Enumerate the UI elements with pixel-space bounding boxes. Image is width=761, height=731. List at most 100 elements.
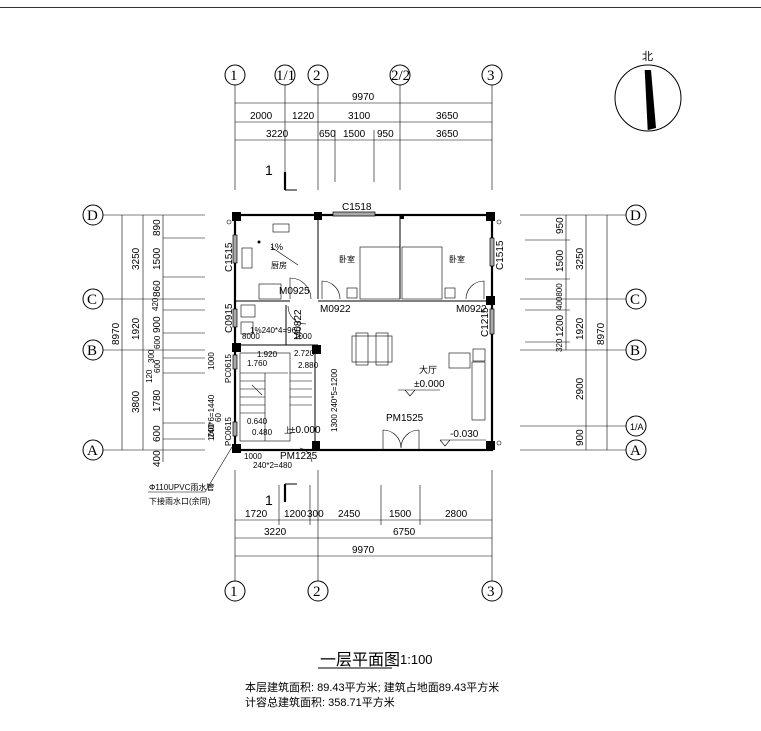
label-text: 1500 [152,247,163,270]
sofa [471,361,486,421]
label-text: 2.880 [298,361,319,370]
drawing-line [289,277,312,300]
label-text: 8970 [596,322,607,345]
drawing-line [224,580,246,602]
label-text: 1 [230,584,238,600]
window-c0915 [232,308,238,328]
label-text: D [87,208,98,224]
label-text: PM1525 [386,413,424,424]
label-text: 120 [145,369,154,383]
label-text: 300 [307,509,324,520]
label-text: 240*5=1200 [330,368,339,412]
drawing-line [486,212,495,221]
drawing-title: 一层平面图 1:100 本层建筑面积: 89.43平方米; 建筑占地面89.43… [245,652,499,709]
bed [359,246,401,300]
drawing-line [486,296,495,305]
drawing-line [287,305,307,325]
label-text: 1%240*4=960 [250,326,301,335]
axis-label: 3 [487,68,495,84]
label-text: 900 [575,429,586,446]
tv [472,348,486,362]
label-text: 1500 [555,249,566,272]
drawing-line [82,439,104,461]
label-text: C1215 [480,307,491,337]
dim-text: 650 [319,129,336,140]
label-text: 1000 [207,423,216,441]
bottom-dimensions: 1720 1200 300 2450 1500 2800 3220 6750 9… [224,470,503,602]
label-text: C0915 [224,303,235,333]
dim-text: 950 [377,129,394,140]
label-text: 300 [147,349,156,363]
counter [258,283,282,300]
drawing-line [481,64,503,86]
dining-table [351,335,393,363]
left-axis-markers: D C B A [82,204,205,462]
right-axis-markers: D C B 1/A A [520,204,647,461]
label-text: 1000 [294,332,312,341]
title-name: 一层平面图 [320,652,400,669]
drawing-line [307,64,329,86]
label-text: 大厅 [419,364,437,375]
label-text: PM1225 [280,451,318,462]
drawing-line [251,384,263,396]
window-c1515-right [489,237,495,267]
drawing-line [625,439,647,461]
label-text: C [630,292,640,308]
label-text: 3250 [131,247,142,270]
drawing-line [346,287,358,299]
stairs: 1.920 1.760 2.720 2.880 0.640 0.480 上 ±0… [207,326,339,470]
drawing-line [299,447,313,463]
label-text: 1920 [131,317,142,340]
label-text: C1515 [224,242,235,272]
label-text: C [87,292,97,308]
drawing-line [204,446,233,493]
drawing-line [625,339,647,361]
label-text: PC0615 [224,417,233,446]
top-axis-markers: 1 1/1 2 2/2 3 [224,64,503,190]
drawing-line [444,287,456,299]
drawing-line [625,415,647,437]
label-text: 2.720 [294,349,315,358]
label-text: 6750 [393,527,416,538]
label-text: M0822 [293,309,304,340]
label-text: 3800 [131,390,142,413]
label-text: C1518 [342,202,372,213]
stove [272,223,290,233]
label-text: 1/A [630,422,644,432]
label-text: 0.480 [252,428,273,437]
area-line-2: 计容总建筑面积: 358.71平方米 [245,695,395,709]
label-text: M0925 [279,286,310,297]
drawing-line [481,580,503,602]
label-text: 卧室 [449,254,465,264]
drawing-line [486,441,495,450]
label-text: 9970 [352,545,375,556]
label-text: A [630,443,641,459]
dim-text: 3650 [436,129,459,140]
label-text: 950 [555,217,566,234]
label-text: 1 [265,492,273,508]
label-text: 1500 [389,509,412,520]
drawing-line [614,64,682,132]
drawing-line [312,441,320,449]
drawing-line [240,372,312,441]
title-scale: 1:100 [400,652,433,667]
drawing-line [257,240,261,244]
label-text: 8970 [111,322,122,345]
label-text: 60 [214,413,223,422]
label-text: 240*2=480 [253,461,292,470]
label-text: ±0.000 [290,425,321,436]
label-text: 900 [152,316,163,333]
label-text: 400 [152,450,163,467]
left-dimensions: 8970 3250 1920 3800 890 1500 860 420 900… [111,219,163,467]
label-text: 1200 [555,314,566,337]
label-text: 1200 [284,509,307,520]
window-c1518 [332,211,376,217]
label-text: 400800 [555,283,564,310]
drawing-line [625,204,647,226]
top-dimensions: 9970 2000 1220 3100 3650 3220 650 1500 9… [235,92,492,182]
dim-text: 1500 [343,129,366,140]
drawing-line [307,580,329,602]
label-text: 420 [151,297,160,311]
level-marks: ±0.000 -0.030 [398,379,486,447]
drawing-line [224,64,246,86]
